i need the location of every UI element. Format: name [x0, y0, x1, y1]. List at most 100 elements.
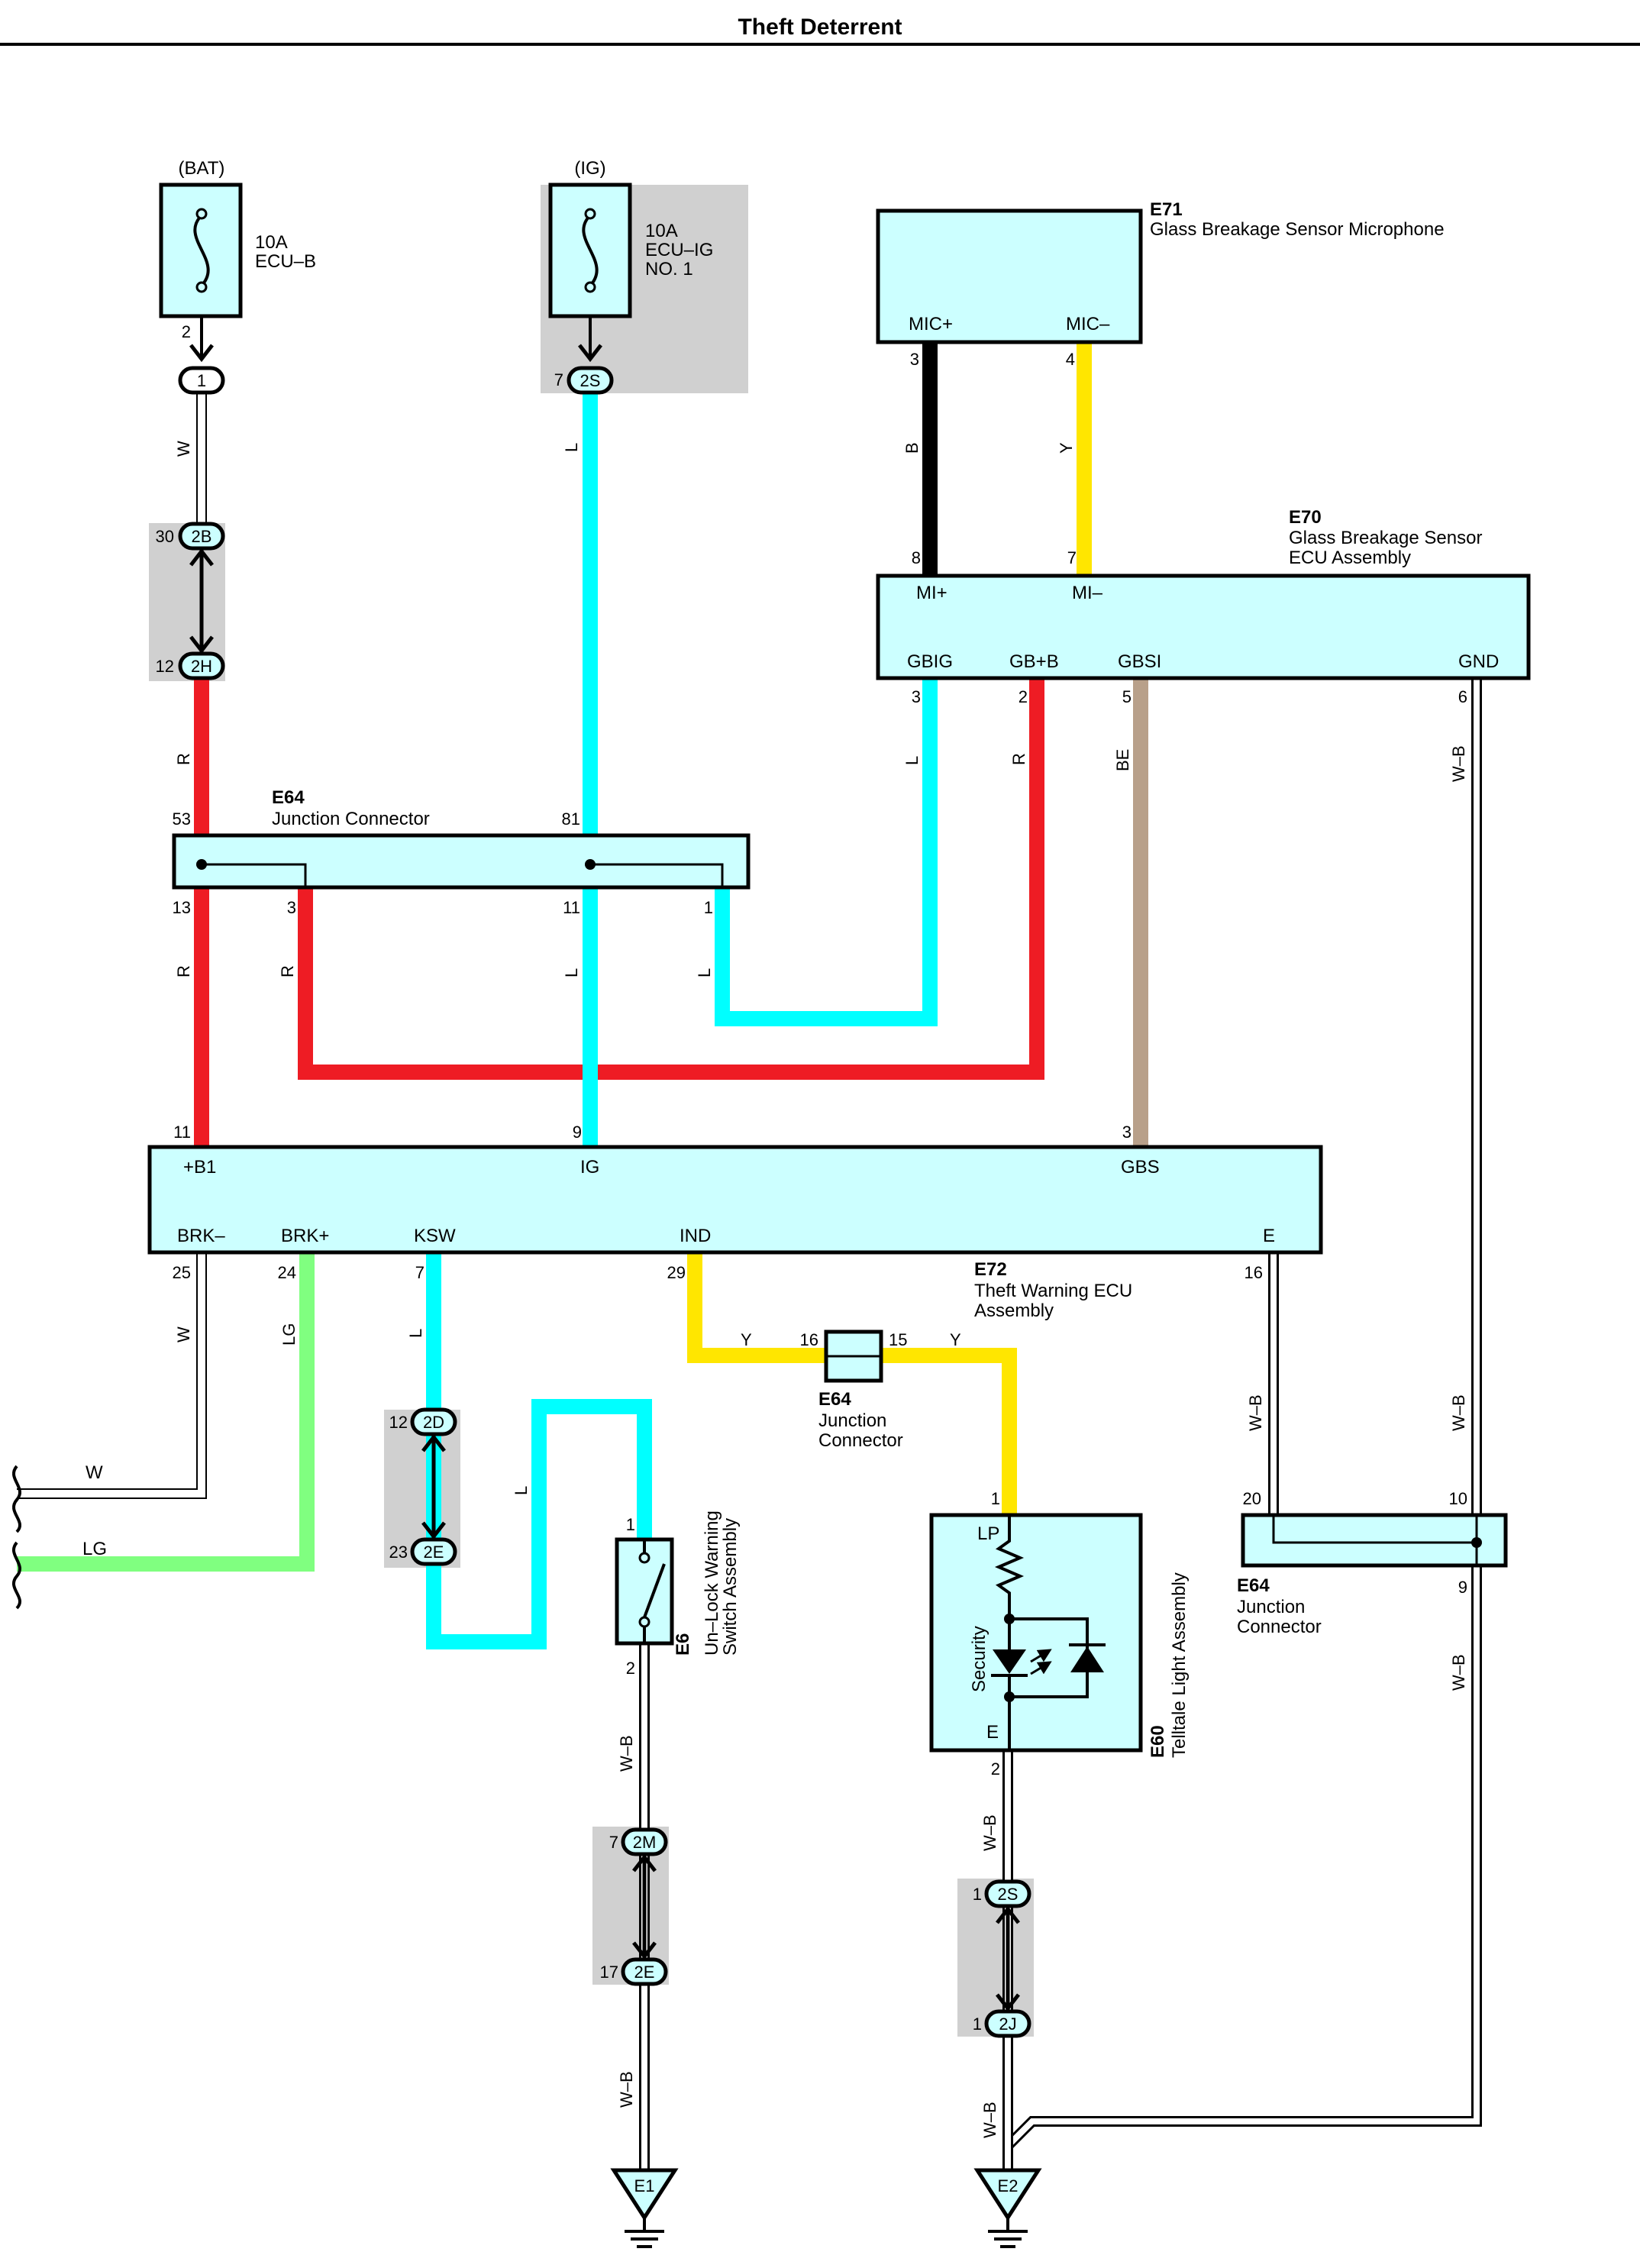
e64-top-pin-11: 11 — [563, 898, 580, 917]
e6-name: Un–Lock Warning — [702, 1510, 722, 1656]
wire-lg-brk — [17, 1252, 315, 1572]
e60-name: Telltale Light Assembly — [1169, 1572, 1190, 1758]
ground-e2-label: E2 — [998, 2176, 1019, 2195]
connector-2e-b-label: 2E — [634, 1963, 655, 1982]
ground-e1 — [610, 2168, 679, 2248]
e72-pin-29: 29 — [667, 1263, 686, 1282]
e72-name2: Assembly — [974, 1300, 1054, 1321]
wire-label-wb-e6: W–B — [617, 1735, 636, 1772]
e70-pin-2: 2 — [1019, 687, 1028, 706]
wire-label-l-loop: L — [695, 968, 714, 977]
harness-label-w: W — [86, 1462, 103, 1483]
e60-lp: LP — [977, 1523, 999, 1544]
wire-label-wb-e1: W–B — [617, 2071, 636, 2108]
connector-2e-a — [410, 1537, 457, 1566]
wire-label-wb-right: W–B — [1449, 1654, 1468, 1691]
e64-mid-name2: Connector — [818, 1430, 903, 1451]
e72-pin-16: 16 — [1245, 1263, 1263, 1282]
e64-top-bus-right — [590, 863, 724, 887]
e6-pin-1: 1 — [626, 1515, 635, 1534]
wire-label-r-gbb: R — [1009, 753, 1028, 765]
connector-2e-b — [621, 1957, 668, 1986]
wire-wb-e2-path — [1004, 1564, 1482, 2150]
e71-name: Glass Breakage Sensor Microphone — [1150, 219, 1445, 240]
connector-2j — [984, 2009, 1031, 2038]
wire-label-w-bat: W — [174, 441, 193, 457]
e71-pin-3: 3 — [910, 350, 919, 369]
wire-label-r-bottom: R — [174, 965, 193, 977]
e70-mi-plus: MI+ — [916, 583, 948, 603]
e64-right-code: E64 — [1237, 1575, 1270, 1596]
connector-2d — [410, 1407, 457, 1540]
e72-pin-11: 11 — [173, 1123, 191, 1142]
e6-code: E6 — [673, 1633, 693, 1656]
connector-2j-pin: 1 — [973, 2014, 982, 2034]
e71-microphone — [876, 208, 1143, 344]
e64-top-node-left — [196, 859, 207, 870]
e70-name2: ECU Assembly — [1289, 548, 1411, 568]
e71-mic-plus: MIC+ — [909, 314, 953, 334]
e64-right-junction — [1241, 1513, 1508, 1568]
fuse-ecu-b — [159, 183, 243, 363]
e64-right-pin-20: 20 — [1243, 1489, 1261, 1508]
connector-2m-pin: 7 — [609, 1833, 618, 1852]
e72-e: E — [1263, 1226, 1275, 1246]
harness-label-lg: LG — [82, 1539, 107, 1559]
wire-label-wb-e60: W–B — [980, 1814, 999, 1851]
e64-right-pin-10: 10 — [1449, 1489, 1467, 1508]
wire-label-l-loop2: L — [512, 1486, 531, 1495]
connector-2j-label: 2J — [999, 2014, 1016, 2034]
e60-e: E — [986, 1722, 999, 1743]
break-symbol-w — [11, 1465, 22, 1533]
e72-ind: IND — [680, 1226, 711, 1246]
wire-label-w-brk: W — [174, 1326, 193, 1342]
e72-pin-9: 9 — [573, 1123, 582, 1142]
e60-pin-1: 1 — [991, 1489, 1000, 1508]
connector-2e-a-label: 2E — [424, 1543, 444, 1562]
e70-gbig: GBIG — [907, 651, 953, 672]
e72-code: E72 — [974, 1259, 1007, 1280]
e60-security: Security — [969, 1626, 989, 1692]
e70-gbb: GB+B — [1009, 651, 1059, 672]
connector-2m — [621, 1827, 668, 1960]
e71-code: E71 — [1150, 199, 1183, 220]
wire-label-be: BE — [1113, 749, 1132, 771]
e72-pin-7: 7 — [415, 1263, 425, 1282]
e70-pin-3: 3 — [912, 687, 921, 706]
connector-1 — [178, 366, 225, 395]
e64-right-pin-9: 9 — [1458, 1578, 1467, 1597]
e70-gnd: GND — [1458, 651, 1499, 672]
e64-top-pin-13: 13 — [173, 898, 191, 917]
e72-ig: IG — [580, 1157, 599, 1178]
fuse-ecu-ig — [548, 183, 632, 363]
e70-pin-8: 8 — [912, 548, 921, 567]
wire-label-l-mid: L — [562, 968, 581, 977]
e70-mi-minus: MI– — [1072, 583, 1103, 603]
e71-pin-4: 4 — [1066, 350, 1075, 369]
wire-label-wb-gnd-2: W–B — [1449, 1394, 1468, 1431]
wire-label-wb-e2: W–B — [980, 2102, 999, 2138]
connector-2s-top — [567, 366, 614, 395]
e72-brk-plus: BRK+ — [281, 1226, 329, 1246]
e64-top-node-right — [585, 859, 596, 870]
wire-label-r-top: R — [174, 753, 193, 765]
e72-name: Theft Warning ECU — [974, 1281, 1132, 1301]
e72-ksw: KSW — [414, 1226, 456, 1246]
connector-2s — [984, 1879, 1031, 2012]
fuse-bat-name: ECU–B — [255, 251, 316, 272]
connector-2b-pin: 30 — [156, 527, 174, 546]
wire-label-b: B — [902, 442, 922, 454]
wire-label-wb-e: W–B — [1246, 1394, 1265, 1431]
fuse-bat-rating: 10A — [255, 232, 288, 253]
wire-y-ind — [687, 1252, 1017, 1514]
e64-top-junction — [172, 833, 751, 890]
e70-pin-7: 7 — [1067, 548, 1077, 567]
e6-name2: Switch Assembly — [720, 1518, 741, 1656]
e70-pin-6: 6 — [1458, 687, 1467, 706]
wire-label-l-gbig: L — [902, 756, 922, 765]
connector-2d-pin: 12 — [389, 1413, 408, 1432]
break-symbol-lg — [11, 1541, 22, 1610]
connector-2e-a-pin: 23 — [389, 1543, 408, 1562]
wire-label-y-mic: Y — [1057, 442, 1076, 454]
e64-mid-code: E64 — [818, 1389, 851, 1410]
